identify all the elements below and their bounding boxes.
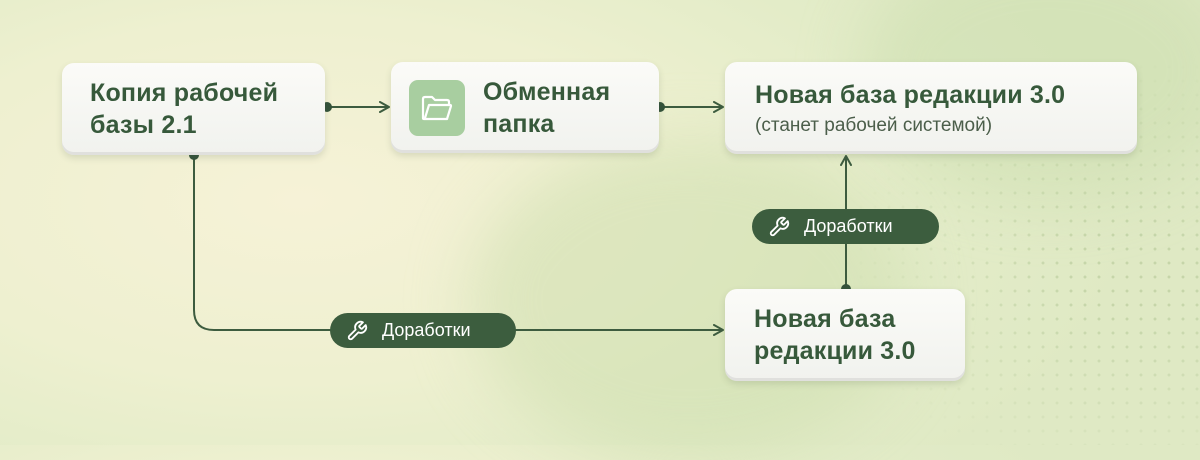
edge-label-improvements: Доработки	[752, 209, 939, 244]
node-exchange-folder-title: Обменная папка	[483, 77, 611, 138]
wrench-icon	[346, 320, 368, 342]
edge-label-text: Доработки	[804, 216, 893, 236]
node-working-copy[interactable]: Копия рабочей базы 2.1	[62, 63, 325, 155]
edge-copy-to-new-base	[193, 155, 724, 336]
node-exchange-folder[interactable]: Обменная папка	[391, 62, 659, 153]
node-new-base-final-subtitle: (станет рабочей системой)	[755, 115, 993, 136]
node-new-base[interactable]: Новая база редакции 3.0	[725, 289, 965, 381]
node-working-copy-title: Копия рабочей базы 2.1	[90, 79, 279, 139]
node-new-base-final-title: Новая база редакции 3.0	[755, 81, 1066, 109]
folder-icon	[409, 79, 465, 136]
wrench-icon	[768, 216, 790, 238]
edge-label-improvements: Доработки	[330, 313, 516, 348]
edge-label-text: Доработки	[382, 320, 471, 340]
node-new-base-title: Новая база редакции 3.0	[754, 305, 916, 365]
node-new-base-final[interactable]: Новая база редакции 3.0 (станет рабочей …	[725, 62, 1137, 154]
